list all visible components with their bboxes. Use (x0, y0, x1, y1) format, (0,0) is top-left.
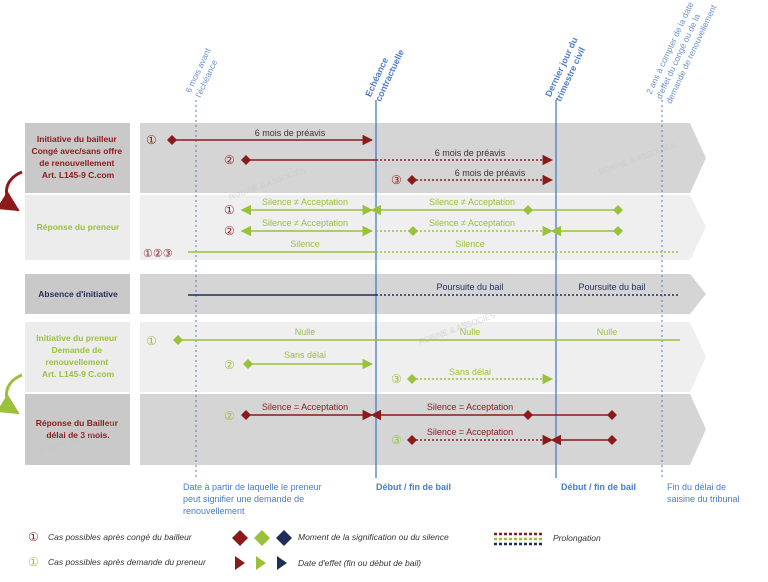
diamond-red-7 (407, 435, 417, 445)
legend-diamond-navy (276, 530, 292, 546)
top-label-echeance: Echéance contractuelle (363, 43, 406, 103)
label-absence: Absence d'initiative (38, 289, 118, 299)
preneur-reponse-lines: ① Silence ≠ Acceptation Silence ≠ Accept… (143, 197, 680, 260)
label-preneur-reponse: Réponse du preneur (37, 222, 120, 232)
label-preavis-2: 6 mois de préavis (435, 148, 506, 158)
label-nulle-3: Nulle (597, 327, 618, 337)
label-sans-delai-2: Sans délai (449, 367, 491, 377)
legend-marker-one-green: ① (28, 555, 39, 569)
label-bailleur: Initiative du bailleur Congé avec/sans o… (31, 134, 124, 180)
bottom-label-fin-delai: Fin du délai de saisine du tribunal (667, 482, 740, 504)
diamond-red-2 (241, 155, 251, 165)
marker-three-pi: ③ (391, 372, 402, 386)
marker-two-pi: ② (224, 358, 235, 372)
marker-one-two-three: ①②③ (143, 248, 173, 260)
diamond-green-1b (613, 205, 623, 215)
legend-date-effet: Date d'effet (fin ou début de bail) (298, 558, 421, 568)
legend: ① Cas possibles après congé du bailleur … (28, 530, 601, 570)
curved-arrow-bailleur (0, 170, 23, 212)
label-box-preneur-reponse (25, 195, 130, 260)
diamond-red-5 (523, 410, 533, 420)
label-bailleur-reponse: Réponse du Bailleur délai de 3 mois. (36, 418, 121, 440)
legend-cas-preneur: Cas possibles après demande du preneur (48, 557, 207, 567)
diamond-red-8 (607, 435, 617, 445)
top-label-dernier-jour: Dernier jour du trimestre civil (543, 33, 590, 103)
diamond-red-3 (407, 175, 417, 185)
label-poursuite-2: Poursuite du bail (578, 282, 645, 292)
legend-arrow-green (256, 556, 266, 570)
bailleur-lines: ① 6 mois de préavis ② 6 mois de préavis … (146, 128, 554, 187)
top-label-deux-ans: 2 ans à compter de la date d'effet du co… (644, 0, 719, 105)
label-seq-1a: Silence = Acceptation (262, 402, 348, 412)
label-nulle-1: Nulle (295, 327, 316, 337)
diamond-green-5 (407, 374, 417, 384)
diamond-green-3 (173, 335, 183, 345)
diamond-red-1 (167, 135, 177, 145)
marker-two-b: ② (224, 153, 235, 167)
diamond-green-2a (408, 226, 418, 236)
legend-arrow-red (235, 556, 245, 570)
preneur-init-lines: ① Nulle Nulle Nulle ② Sans délai ③ Sans … (146, 327, 680, 386)
bailleur-reponse-lines: ② Silence = Acceptation Silence = Accept… (224, 402, 617, 447)
legend-marker-one-red: ① (28, 530, 39, 544)
label-sneq-2b: Silence ≠ Acceptation (429, 218, 515, 228)
legend-moment: Moment de la signification ou du silence (298, 532, 449, 542)
label-preneur-init: Initiative du preneur Demande de renouve… (36, 333, 120, 379)
diamond-red-6 (607, 410, 617, 420)
bottom-label-debut-fin-2: Début / fin de bail (561, 482, 636, 492)
label-box-preneur-init (25, 322, 130, 392)
legend-diamond-green (254, 530, 270, 546)
legend-cas-bailleur: Cas possibles après congé du bailleur (48, 532, 193, 542)
legend-diamond-red (232, 530, 248, 546)
label-silence-b: Silence (455, 239, 485, 249)
row-labels: Initiative du bailleur Congé avec/sans o… (25, 123, 130, 465)
label-box-bailleur-reponse (25, 394, 130, 465)
label-preavis-1: 6 mois de préavis (255, 128, 326, 138)
marker-three-b: ③ (391, 173, 402, 187)
bottom-label-debut-fin-1: Début / fin de bail (376, 482, 451, 492)
label-box-bailleur (25, 123, 130, 193)
legend-prolongation: Prolongation (553, 533, 601, 543)
label-silence-a: Silence (290, 239, 320, 249)
diamond-green-1a (523, 205, 533, 215)
band-absence (140, 274, 706, 314)
diamond-green-4 (243, 359, 253, 369)
absence-lines: Poursuite du bail Poursuite du bail (188, 282, 680, 296)
label-nulle-2: Nulle (460, 327, 481, 337)
marker-one-b: ① (146, 133, 157, 147)
label-seq-2: Silence = Acceptation (427, 427, 513, 437)
marker-one-pi: ① (146, 334, 157, 348)
top-label-six-months: 6 mois avant l'échéance (183, 44, 223, 99)
band-preneur-init (140, 322, 706, 392)
band-bailleur-reponse (140, 394, 706, 465)
diamond-red-4 (241, 410, 251, 420)
label-sans-delai-1: Sans délai (284, 350, 326, 360)
label-sneq-1b: Silence ≠ Acceptation (429, 197, 515, 207)
label-poursuite-1: Poursuite du bail (436, 282, 503, 292)
marker-two-pr: ② (224, 224, 235, 238)
diamond-green-2b (613, 226, 623, 236)
marker-one-pr: ① (224, 203, 235, 217)
label-sneq-2a: Silence ≠ Acceptation (262, 218, 348, 228)
curved-arrow-preneur (0, 373, 23, 415)
legend-arrow-navy (277, 556, 287, 570)
label-sneq-1a: Silence ≠ Acceptation (262, 197, 348, 207)
label-seq-1b: Silence = Acceptation (427, 402, 513, 412)
marker-two-br: ② (224, 409, 235, 423)
bottom-label-date-partir: Date à partir de laquelle le preneur peu… (183, 482, 324, 516)
label-box-absence (25, 274, 130, 314)
marker-three-br: ③ (391, 433, 402, 447)
label-preavis-3: 6 mois de préavis (455, 168, 526, 178)
